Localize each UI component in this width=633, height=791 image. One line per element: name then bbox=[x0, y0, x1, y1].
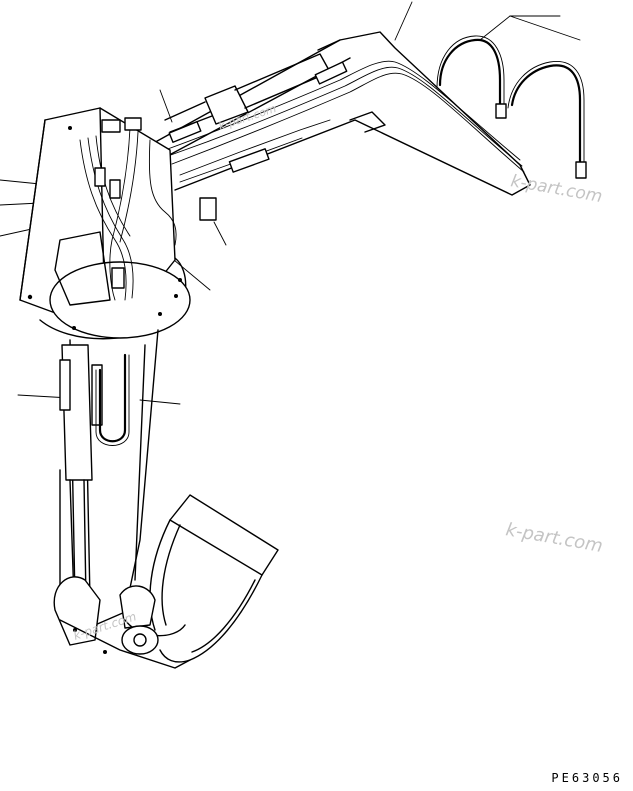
bucket bbox=[149, 494, 279, 663]
arm-cylinder bbox=[59, 344, 103, 601]
bracket-hoses bbox=[79, 117, 177, 301]
u-pipe-left bbox=[436, 35, 507, 119]
watermark-text: k-part.com bbox=[509, 171, 604, 207]
figure-code: PE63056 bbox=[551, 771, 623, 785]
bucket-linkage bbox=[53, 576, 191, 669]
watermark-text: k-part.com bbox=[504, 519, 604, 557]
swing-bracket bbox=[19, 107, 191, 340]
boom bbox=[149, 31, 531, 196]
u-pipe-right bbox=[507, 61, 587, 179]
hose-fittings bbox=[168, 61, 348, 221]
arm-u-pipe bbox=[95, 353, 130, 446]
